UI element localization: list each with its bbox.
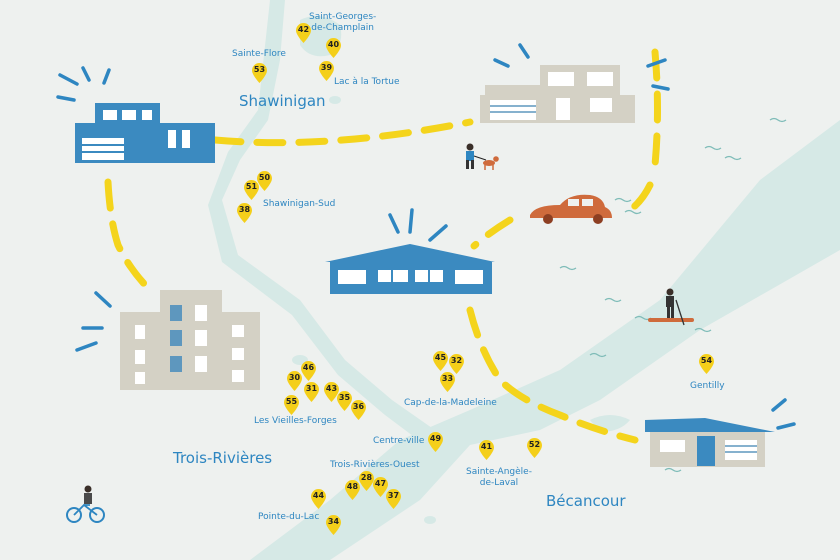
water-ripples [559, 117, 787, 473]
cyclist-illustration [66, 485, 105, 523]
dog-walker-illustration [466, 143, 499, 170]
map-pin[interactable]: 54 [698, 353, 715, 375]
map-pin[interactable]: 39 [318, 60, 335, 82]
map-pin[interactable]: 37 [385, 488, 402, 510]
suburban-house-illustration [480, 65, 635, 123]
map-pin[interactable]: 43 [323, 381, 340, 403]
sparkle-rays [56, 43, 796, 430]
map-pin[interactable]: 40 [325, 37, 342, 59]
map-pin[interactable]: 31 [303, 381, 320, 403]
apartment-building-illustration [120, 290, 260, 390]
cube-house-illustration [645, 418, 775, 467]
map-pin[interactable]: 46 [300, 360, 317, 382]
st-lawrence-river [250, 120, 840, 560]
place-label-trois-rivieres-ouest: Trois-Rivières-Ouest [330, 460, 420, 470]
map-pin[interactable]: 30 [286, 370, 303, 392]
paddleboarder-illustration [648, 288, 694, 326]
map-pin[interactable]: 36 [350, 399, 367, 421]
map-pin[interactable]: 49 [427, 431, 444, 453]
place-label-pointe-du-lac: Pointe-du-Lac [258, 512, 320, 522]
map-pin[interactable]: 32 [448, 353, 465, 375]
map-pin[interactable]: 50 [256, 170, 273, 192]
city-label-shawinigan: Shawinigan [239, 92, 326, 110]
ranch-house-illustration [325, 244, 495, 294]
city-label-becancour: Bécancour [546, 492, 626, 510]
map-pin[interactable]: 45 [432, 350, 449, 372]
map-pin[interactable]: 38 [236, 202, 253, 224]
place-label-cap-de-la-madeleine: Cap-de-la-Madeleine [404, 398, 497, 408]
place-label-sainte-angele: Sainte-Angèle- de-Laval [466, 467, 532, 488]
map-pin[interactable]: 42 [295, 22, 312, 44]
place-label-lac-a-la-tortue: Lac à la Tortue [334, 77, 400, 87]
map-pin[interactable]: 35 [336, 390, 353, 412]
car-illustration [530, 194, 612, 224]
map-pin[interactable]: 52 [526, 437, 543, 459]
map-pin[interactable]: 28 [358, 470, 375, 492]
map-pin[interactable]: 41 [478, 439, 495, 461]
map-pin[interactable]: 44 [310, 488, 327, 510]
route-path [104, 48, 661, 444]
city-label-trois-rivieres: Trois-Rivières [173, 449, 273, 467]
place-label-gentilly: Gentilly [690, 381, 725, 391]
map-pin[interactable]: 34 [325, 514, 342, 536]
map-pin[interactable]: 53 [251, 62, 268, 84]
map-pin[interactable]: 33 [439, 371, 456, 393]
map-pin[interactable]: 47 [372, 476, 389, 498]
map-pin[interactable]: 55 [283, 394, 300, 416]
place-label-saint-georges: Saint-Georges- de-Champlain [309, 12, 377, 33]
place-label-sainte-flore: Sainte-Flore [232, 49, 286, 59]
map-pin[interactable]: 51 [243, 179, 260, 201]
place-label-shawinigan-sud: Shawinigan-Sud [263, 199, 336, 209]
lake-fragments [292, 96, 436, 525]
saint-maurice-river [208, 0, 440, 445]
map-pin[interactable]: 48 [344, 479, 361, 501]
modern-house-illustration [75, 103, 215, 163]
place-label-centre-ville: Centre-ville [373, 436, 425, 446]
place-label-les-vieilles-forges: Les Vieilles-Forges [254, 416, 337, 426]
